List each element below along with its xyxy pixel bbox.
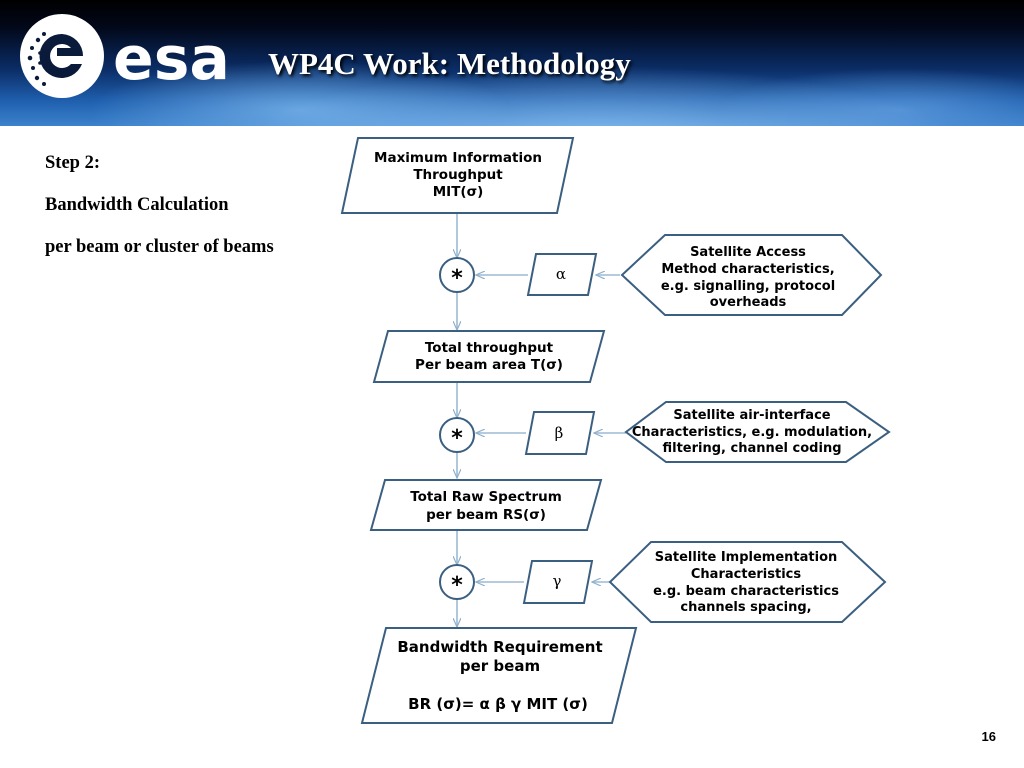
total-throughput-node: Total throughput Per beam area T(σ) bbox=[372, 330, 606, 383]
methodology-flowchart: Maximum Information Throughput MIT(σ) * … bbox=[340, 137, 891, 724]
svg-text:e.g. signalling, protocol: e.g. signalling, protocol bbox=[661, 279, 835, 294]
svg-text:per beam: per beam bbox=[460, 657, 540, 675]
svg-text:Satellite Implementation: Satellite Implementation bbox=[655, 550, 838, 565]
slide-title: WP4C Work: Methodology bbox=[268, 46, 631, 81]
svg-text:filtering, channel coding: filtering, channel coding bbox=[662, 441, 841, 456]
mit-label-3: MIT(σ) bbox=[433, 184, 484, 200]
svg-text:Per beam area T(σ): Per beam area T(σ) bbox=[415, 357, 563, 373]
svg-text:Satellite Access: Satellite Access bbox=[690, 245, 806, 260]
svg-text:Characteristics: Characteristics bbox=[691, 567, 801, 582]
raw-spectrum-node: Total Raw Spectrum per beam RS(σ) bbox=[369, 479, 603, 531]
step-heading: Bandwidth Calculation bbox=[45, 195, 229, 215]
step-scope: per beam or cluster of beams bbox=[45, 237, 274, 257]
connectors bbox=[457, 213, 626, 627]
svg-text:channels spacing,: channels spacing, bbox=[680, 600, 811, 615]
slide-header: esa WP4C Work: Methodology bbox=[0, 0, 1024, 126]
alpha-factor: α bbox=[526, 253, 598, 296]
svg-text:overheads: overheads bbox=[710, 295, 787, 310]
mit-node: Maximum Information Throughput MIT(σ) bbox=[340, 137, 575, 214]
step-description: Step 2: Bandwidth Calculation per beam o… bbox=[45, 142, 274, 268]
implementation-node: Satellite Implementation Characteristics… bbox=[608, 541, 887, 623]
air-interface-node: Satellite air-interface Characteristics,… bbox=[624, 401, 891, 463]
svg-text:α: α bbox=[556, 265, 566, 283]
svg-text:e.g. beam characteristics: e.g. beam characteristics bbox=[653, 584, 839, 599]
bandwidth-formula: BR (σ)= α β γ MIT (σ) bbox=[408, 695, 588, 713]
svg-text:Total Raw Spectrum: Total Raw Spectrum bbox=[410, 489, 562, 505]
svg-text:Characteristics, e.g. modulati: Characteristics, e.g. modulation, bbox=[632, 425, 872, 440]
multiply-operator-2: * bbox=[439, 417, 475, 453]
mit-label-2: Throughput bbox=[413, 167, 503, 183]
multiply-operator-1: * bbox=[439, 257, 475, 293]
svg-text:β: β bbox=[555, 424, 564, 442]
svg-text:*: * bbox=[451, 266, 463, 291]
beta-factor: β bbox=[524, 411, 596, 455]
gamma-factor: γ bbox=[522, 560, 594, 604]
mit-label-1: Maximum Information bbox=[374, 150, 542, 166]
svg-text:Satellite air-interface: Satellite air-interface bbox=[673, 408, 830, 423]
svg-text:Method characteristics,: Method characteristics, bbox=[661, 262, 834, 277]
access-method-node: Satellite Access Method characteristics,… bbox=[620, 234, 883, 316]
multiply-operator-3: * bbox=[439, 564, 475, 600]
svg-text:Bandwidth Requirement: Bandwidth Requirement bbox=[397, 638, 602, 656]
svg-text:γ: γ bbox=[553, 572, 562, 590]
bandwidth-requirement-node: Bandwidth Requirement per beam BR (σ)= α… bbox=[360, 627, 638, 724]
esa-logo: esa bbox=[20, 14, 230, 98]
svg-text:per beam RS(σ): per beam RS(σ) bbox=[426, 507, 546, 523]
svg-text:*: * bbox=[451, 573, 463, 598]
svg-text:Total throughput: Total throughput bbox=[425, 340, 554, 356]
logo-text: esa bbox=[113, 24, 230, 94]
svg-text:*: * bbox=[451, 426, 463, 451]
step-label: Step 2: bbox=[45, 153, 100, 173]
page-number: 16 bbox=[981, 729, 996, 744]
